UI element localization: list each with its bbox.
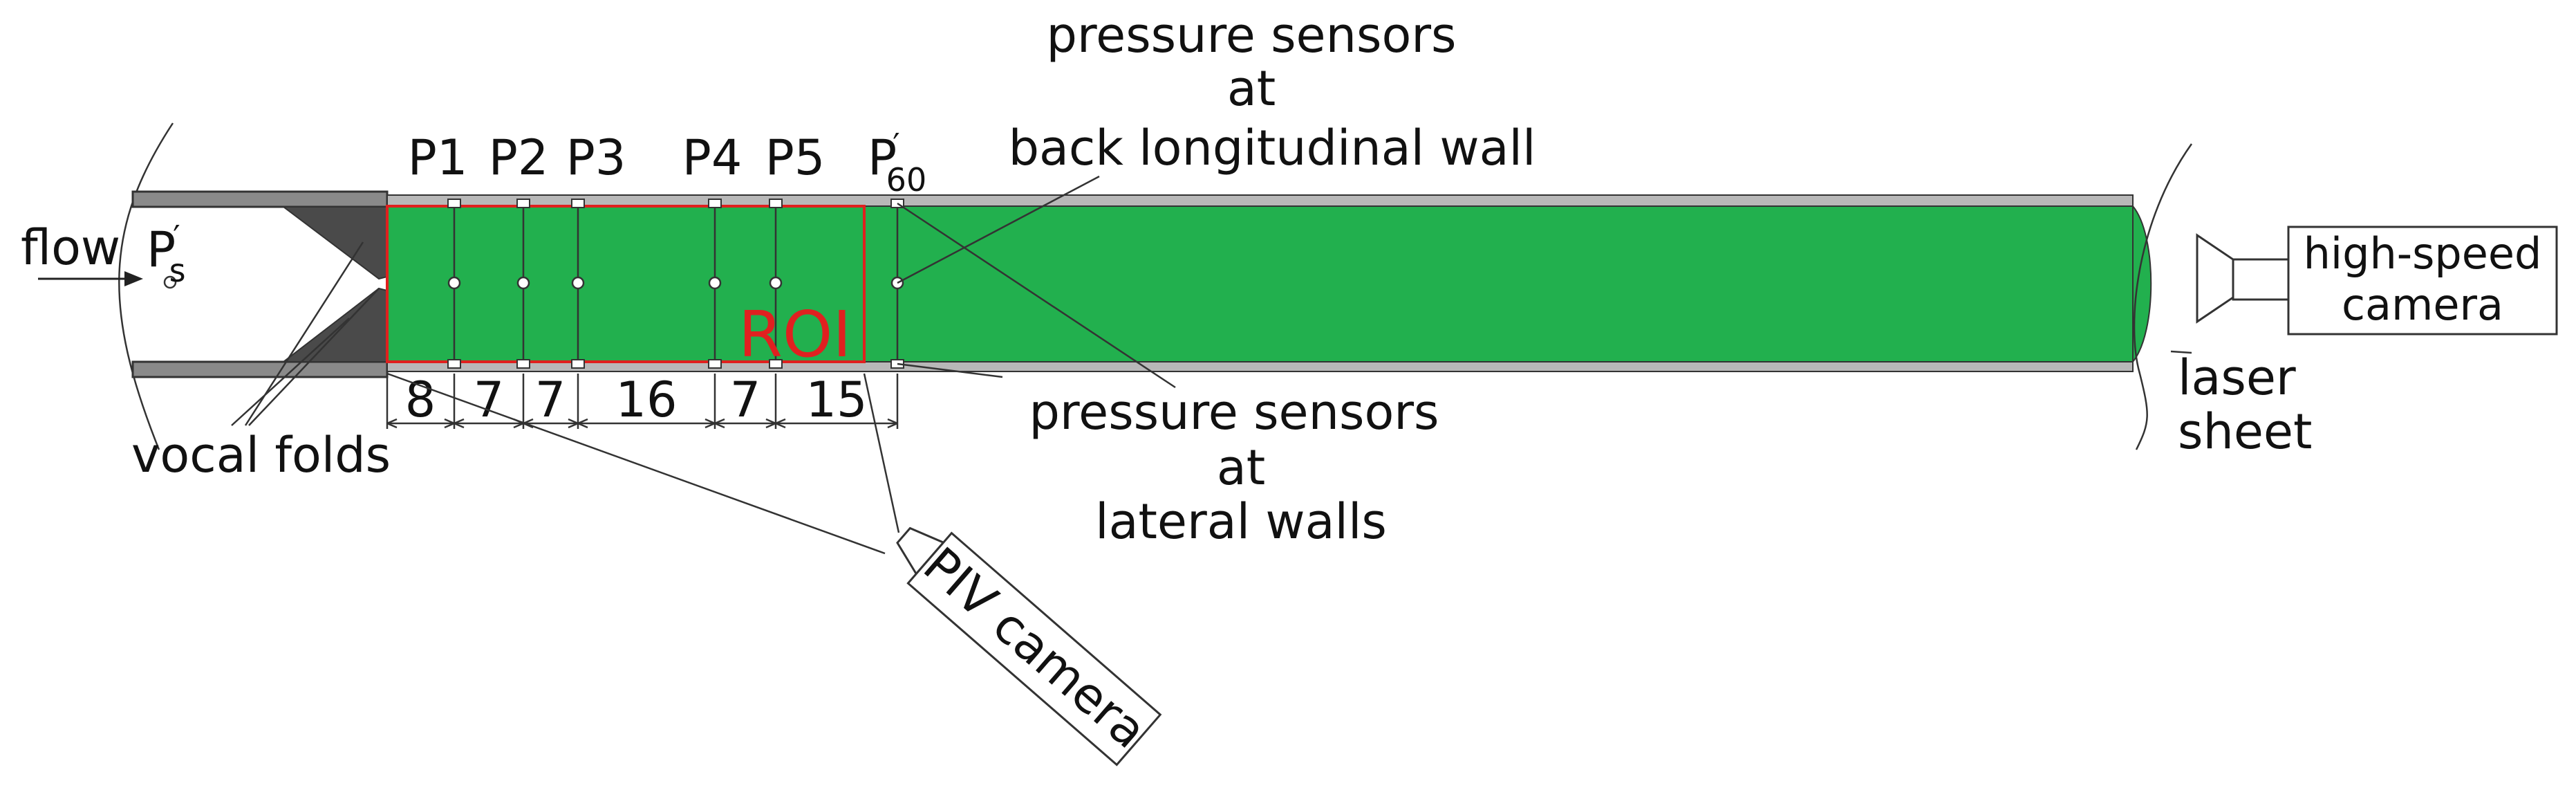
piv-camera-ray-2 — [863, 373, 900, 533]
vocal-folds-leader-1 — [231, 318, 350, 426]
channel-lower-wall — [386, 361, 2134, 372]
upper-wall-inlet — [131, 190, 389, 208]
piv-camera-body — [906, 531, 1162, 766]
sensor-marker-bottom-p4 — [708, 359, 722, 369]
roi-box — [386, 205, 866, 363]
subglottal-pressure-label: P′s — [147, 219, 186, 289]
laser-sheet-label-line1: laser — [2178, 349, 2296, 406]
sensor-circle-p3 — [571, 276, 585, 290]
sensor-marker-top-p1 — [447, 199, 461, 208]
dimension-value: 15 — [805, 371, 867, 428]
sensor-circle-p1 — [447, 276, 461, 290]
vocal-folds-leader-2 — [244, 241, 364, 426]
sensor-label-p5: P5 — [765, 129, 825, 186]
back-wall-leader — [897, 175, 1100, 284]
flow-label: flow — [21, 219, 120, 276]
sensor-marker-bottom-p3 — [571, 359, 585, 369]
lateral-wall-label-line2: at — [1217, 439, 1265, 496]
lateral-wall-leader-top — [897, 202, 1176, 389]
dimension-value: 7 — [474, 371, 505, 428]
channel-upper-wall — [386, 194, 2134, 207]
lateral-wall-label-line1: pressure sensors — [1029, 384, 1439, 441]
sensor-marker-bottom-p2 — [516, 359, 530, 369]
subglottal-sensor-circle — [163, 275, 177, 289]
high-speed-camera-label-line1: high-speed — [2304, 228, 2542, 279]
high-speed-camera-neck — [2232, 258, 2290, 301]
high-speed-camera-label-line2: camera — [2342, 279, 2503, 330]
channel-outlet-bulge — [2132, 204, 2152, 364]
lower-vocal-fold — [281, 287, 388, 362]
sensor-marker-top-p4 — [708, 199, 722, 208]
sensor-label-p1: P1 — [408, 129, 468, 186]
sensor-label-p60: P′60 — [868, 127, 926, 199]
piv-camera-label: PIV camera — [913, 536, 1157, 760]
vocal-folds-label: vocal folds — [131, 427, 391, 484]
high-speed-camera-body — [2287, 226, 2558, 336]
sensor-marker-bottom-p5 — [769, 359, 783, 369]
sensor-label-p3: P3 — [566, 129, 626, 186]
back-wall-label-line1: pressure sensors — [1046, 7, 1456, 64]
laser-sheet-curve — [2133, 143, 2193, 450]
sensor-circle-p5 — [769, 276, 783, 290]
sensor-marker-top-p2 — [516, 199, 530, 208]
dimension-value: 7 — [535, 371, 566, 428]
sensor-marker-top-p5 — [769, 199, 783, 208]
lower-wall-inlet — [131, 360, 389, 378]
laser-sheet-leader — [2170, 350, 2192, 354]
high-speed-camera: high-speed camera — [2196, 226, 2558, 336]
sensor-circle-p2 — [516, 276, 530, 290]
dimension-lines — [386, 374, 899, 429]
sensor-circle-p4 — [708, 276, 722, 290]
laser-sheet-label-line2: sheet — [2178, 403, 2312, 460]
sensor-label-p2: P2 — [489, 129, 549, 186]
piv-camera-ray-1 — [386, 372, 886, 555]
upper-vocal-fold — [281, 206, 388, 280]
sensor-label-p4: P4 — [682, 129, 743, 186]
vocal-folds-leader-3 — [248, 288, 380, 426]
dimension-value: 7 — [730, 371, 761, 428]
channel-fluid — [386, 205, 2134, 362]
roi-label: ROI — [738, 297, 851, 371]
dimension-value: 8 — [405, 371, 436, 428]
back-wall-label-line3: back longitudinal wall — [1009, 120, 1536, 176]
lateral-wall-label-line3: lateral walls — [1095, 493, 1387, 550]
high-speed-camera-lens — [2196, 233, 2234, 324]
sensor-marker-top-p3 — [571, 199, 585, 208]
lateral-wall-leader-bottom — [897, 362, 1003, 378]
sensor-marker-bottom-p1 — [447, 359, 461, 369]
inlet-curve — [118, 122, 174, 450]
flow-arrow-head — [124, 271, 143, 286]
back-wall-label-line2: at — [1227, 60, 1276, 117]
sensor-columns — [447, 199, 904, 369]
dimension-value: 16 — [615, 371, 677, 428]
